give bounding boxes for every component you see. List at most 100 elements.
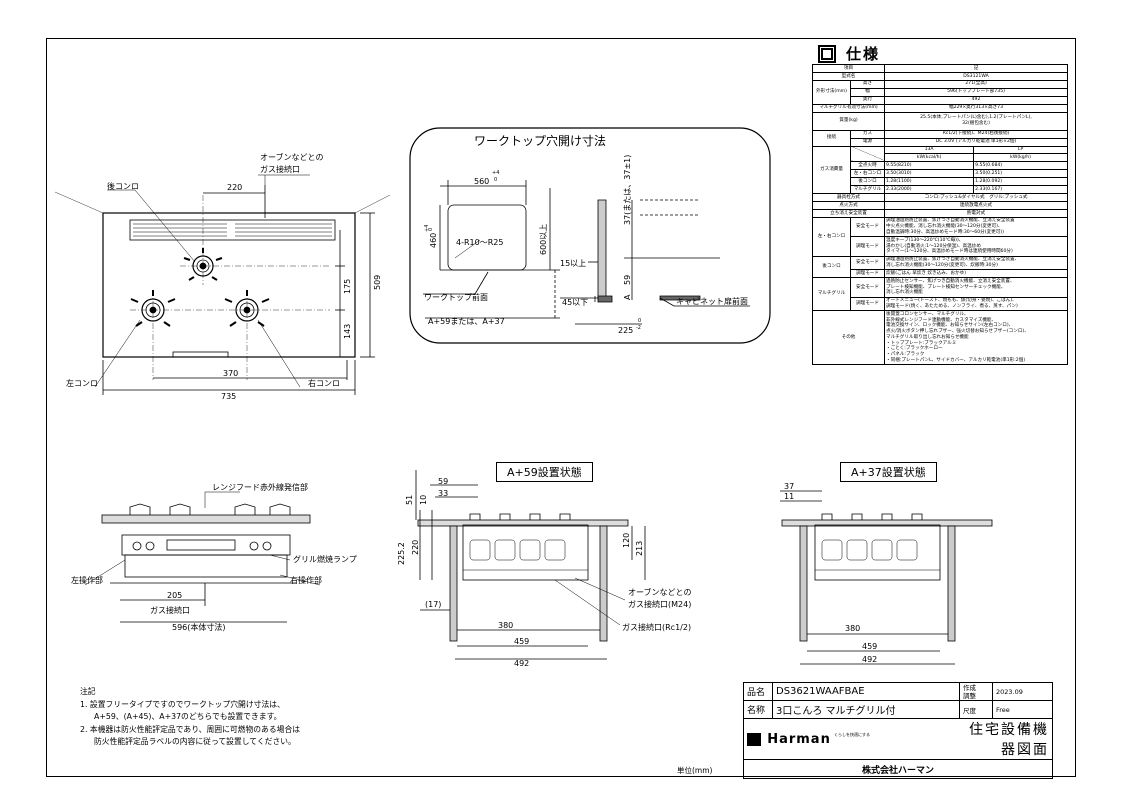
oven-gas-label2: ガス接続口(M24) <box>628 599 691 609</box>
cabinet-section <box>597 199 607 301</box>
dim-492: 492 <box>862 655 877 664</box>
spec-icon <box>818 44 836 63</box>
dim-225: 225 <box>618 326 633 335</box>
dim-37: 37 <box>784 482 794 491</box>
left-knob-icon <box>145 541 155 551</box>
made-label: 作成 <box>963 683 976 692</box>
dim-51: 51 <box>405 495 414 505</box>
dim-509: 509 <box>373 275 382 290</box>
dim-370: 370 <box>223 369 238 378</box>
dim-735: 735 <box>221 392 236 401</box>
leader-line <box>134 189 196 263</box>
oven-gas-label: オーブンなどとの <box>628 587 691 597</box>
spec-cell: 後開蓋コロンセンサー、マルチグリル、 非外線式レンジフード連動機能、カスタマイズ… <box>884 310 1068 366</box>
edge-line <box>354 194 391 214</box>
cutout-title: ワークトップ穴開け寸法 <box>474 133 606 148</box>
dim-459: 459 <box>862 642 877 651</box>
product-value: DS3621WAAFBAE <box>772 682 960 701</box>
spec-cell: 25.5(本体,プレートパン(L)含む),1.2(プレートパンL),32(梱包含… <box>884 111 1068 131</box>
dim-225-tol-b: -2 <box>636 325 641 331</box>
grill-lamp-label: グリル燃焼ランプ <box>293 554 357 564</box>
cabinet-wall <box>799 525 808 642</box>
worktop-slab <box>101 514 311 524</box>
leader-line <box>269 554 291 561</box>
cutout-detail: ワークトップ穴開け寸法 560 +4 0 460 +4 0 4-R10～R25 … <box>409 127 771 344</box>
cabinet-front-label: キャビネット扉前面 <box>676 296 748 306</box>
dim-213: 213 <box>635 541 644 556</box>
a59-title: A+59設置状態 <box>496 462 593 482</box>
a-note: A+59または、A+37 <box>428 317 505 326</box>
left-burner-label: 左コンロ <box>66 378 98 388</box>
a37-title: A+37設置状態 <box>840 462 937 482</box>
internal-detail <box>815 539 940 571</box>
dim-33: 33 <box>438 489 448 498</box>
dim-120: 120 <box>622 533 631 548</box>
edge-line <box>54 191 104 214</box>
dim-a: A <box>623 294 632 300</box>
unit-label: 単位(mm) <box>677 766 713 775</box>
spec-header: 仕様 <box>818 43 880 64</box>
control-panel <box>121 534 291 556</box>
dim-45: 45以下 <box>562 298 588 307</box>
cooktop-outline <box>102 212 356 358</box>
cutout-frame <box>409 127 771 344</box>
name-label: 名称 <box>743 700 773 719</box>
date-value: 2023.09 <box>992 682 1053 701</box>
spec-title: 仕様 <box>846 45 881 63</box>
body <box>124 554 288 578</box>
notes-title: 注記 <box>80 687 96 696</box>
radius-note: 4-R10～R25 <box>456 238 503 247</box>
vent-grille <box>133 223 332 237</box>
dim-59: 59 <box>623 275 632 285</box>
title-block: 品名 DS3621WAAFBAE 作成調整 2023.09 名称 3口こんろ マ… <box>743 682 1053 779</box>
spec-cell: マルチグリル <box>812 277 851 312</box>
leader-line <box>554 579 621 626</box>
dim-175: 175 <box>343 279 352 294</box>
dim-560: 560 <box>474 177 489 186</box>
dim-380: 380 <box>498 621 513 630</box>
oven-gas-label: オーブンなどとの <box>260 152 323 162</box>
gas-inlet-label: ガス接続口 <box>150 605 190 615</box>
dim-560-tol: +4 <box>492 170 499 176</box>
right-knob-icon <box>262 541 272 551</box>
scale-value: Free <box>992 700 1053 719</box>
worktop-front-label: ワークトップ前面 <box>424 292 488 302</box>
spec-text: 32(梱包含む) <box>962 121 990 127</box>
doc-type: 住宅設備機器図面 <box>959 718 1053 760</box>
dim-11: 11 <box>784 492 794 501</box>
dim-380: 380 <box>845 624 860 633</box>
back-burner-label: 後コンロ <box>107 181 139 191</box>
product-label: 品名 <box>743 682 773 701</box>
left-control-label: 左操作部 <box>71 575 103 585</box>
top-view: 後コンロ 左コンロ 右コンロ オーブンなどとの ガス接続口 220 370 73… <box>54 152 391 401</box>
scale-label: 尺度 <box>959 700 993 719</box>
notes: 注記 1. 設置フリータイプですのでワークトップ穴開け寸法は、 A+59、(A+… <box>80 686 300 749</box>
cabinet-wall <box>599 525 608 642</box>
dim-205: 205 <box>167 591 182 600</box>
dim-460-tol-b: 0 <box>428 228 434 231</box>
leader-line <box>659 297 675 307</box>
dim-15: 15以上 <box>560 259 586 268</box>
front-panel-strip <box>172 351 229 358</box>
dim-220: 220 <box>227 183 242 192</box>
front-trivets <box>129 503 291 515</box>
spec-cell: 過熱防止センサー、焦げつき自動消火機能、立消え安全装置、 プレート検知機能、プレ… <box>884 277 1068 298</box>
leader-line <box>574 577 626 601</box>
right-burner-label: 右コンロ <box>308 378 340 388</box>
cooktop-body <box>462 524 589 581</box>
spec-cell: 外形寸法(mm) <box>812 79 851 105</box>
dim-460-tol: +4 <box>424 225 430 232</box>
dim-17: (17) <box>425 600 441 609</box>
worktop-slab <box>781 519 993 527</box>
dim-59: 59 <box>438 477 448 486</box>
center-lines <box>130 195 330 380</box>
side-view-37: 37 11 380 459 492 <box>780 482 993 665</box>
oven-gas-label2: ガス接続口 <box>260 164 300 174</box>
note-1: 1. 設置フリータイプですのでワークトップ穴開け寸法は、 <box>80 699 285 709</box>
dim-492: 492 <box>514 659 529 668</box>
dim-220: 220 <box>411 540 420 555</box>
internal-detail <box>463 539 588 571</box>
note-1b: A+59、(A+45)、A+37のどちらでも設置できます。 <box>94 712 282 721</box>
leader-line <box>454 239 481 259</box>
